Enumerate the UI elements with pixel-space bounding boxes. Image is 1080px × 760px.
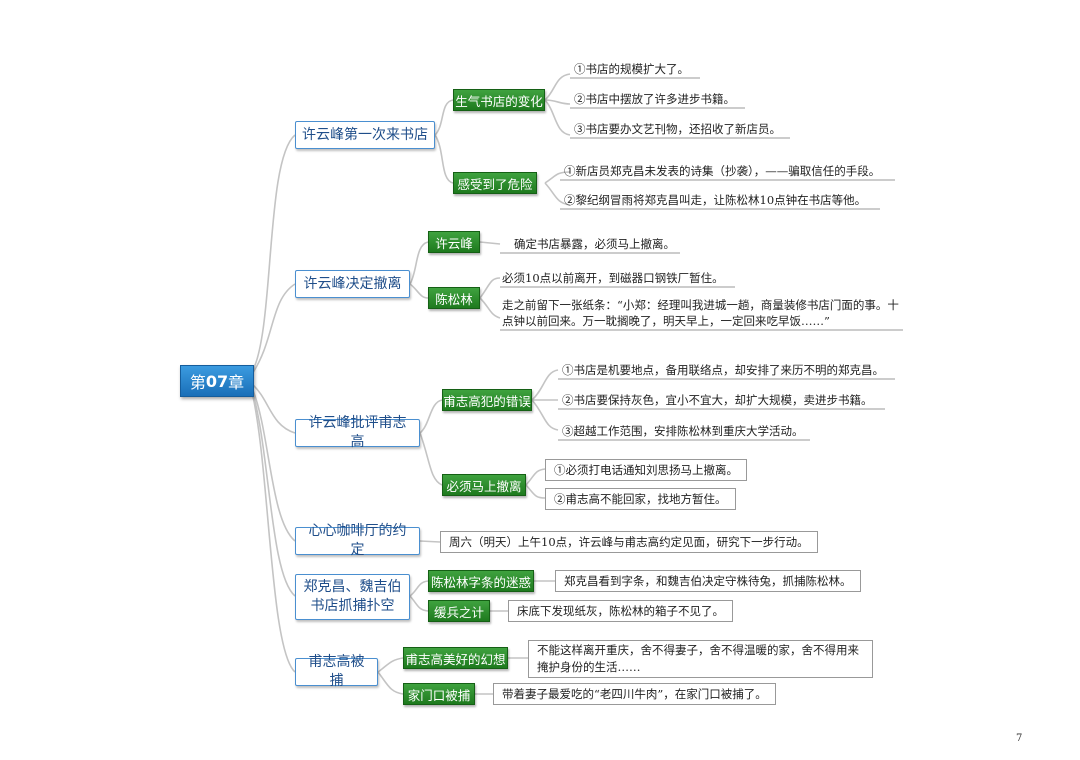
leaf-mistake-two: ②书店要保持灰色，宜小不宜大，却扩大规模，卖进步书籍。 bbox=[562, 393, 873, 407]
tag-arrested-home[interactable]: 家门口被捕 bbox=[403, 683, 475, 705]
leaf-note-content: 走之前留下一张纸条：“小郑：经理叫我进城一趟，商量装修书店门面的事。十点钟以前回… bbox=[502, 298, 899, 328]
leaf-mistake-one: ①书店是机要地点，备用联络点，却安排了来历不明的郑克昌。 bbox=[562, 363, 884, 377]
leaf-paper-ash: 床底下发现纸灰，陈松林的箱子不见了。 bbox=[508, 600, 733, 622]
leaf-leave-before-ten: 必须10点以前离开，到磁器口钢铁厂暂住。 bbox=[502, 271, 724, 285]
tag-note-confusion[interactable]: 陈松林字条的迷惑 bbox=[428, 570, 534, 592]
leaf-cannot-go-home: ②甫志高不能回家，找地方暂住。 bbox=[545, 488, 736, 510]
topic-first-visit[interactable]: 许云峰第一次来书店 bbox=[295, 121, 435, 149]
tag-must-evacuate[interactable]: 必须马上撤离 bbox=[442, 474, 526, 496]
topic-criticize[interactable]: 许云峰批评甫志高 bbox=[295, 415, 420, 450]
leaf-scale-expanded: ①书店的规模扩大了。 bbox=[574, 62, 689, 76]
leaf-cannot-leave: 不能这样离开重庆，舍不得妻子，舍不得温暖的家，舍不得用来掩护身份的生活…… bbox=[528, 640, 873, 678]
chapter-suffix: 章 bbox=[228, 373, 245, 392]
leaf-progressive-books: ②书店中摆放了许多进步书籍。 bbox=[574, 92, 735, 106]
topic-arrest[interactable]: 甫志高被捕 bbox=[295, 654, 378, 689]
leaf-call-liu-siyang: ①必须打电话通知刘思扬马上撤离。 bbox=[545, 459, 747, 481]
leaf-mistake-three: ③超越工作范围，安排陈松林到重庆大学活动。 bbox=[562, 424, 804, 438]
tag-sense-danger[interactable]: 感受到了危险 bbox=[453, 172, 537, 194]
tag-delaying-tactic[interactable]: 缓兵之计 bbox=[428, 600, 490, 622]
leaf-saturday-meeting: 周六（明天）上午10点，许云峰与甫志高约定见面，研究下一步行动。 bbox=[440, 531, 818, 553]
tag-chen-songlin[interactable]: 陈松林 bbox=[428, 287, 480, 309]
topic-decide-evacuate[interactable]: 许云峰决定撤离 bbox=[295, 270, 410, 298]
tag-mistakes[interactable]: 甫志高犯的错误 bbox=[442, 389, 532, 411]
leaf-bookstore-exposed: 确定书店暴露，必须马上撤离。 bbox=[514, 237, 675, 251]
leaf-new-staff: ③书店要办文艺刊物，还招收了新店员。 bbox=[574, 122, 781, 136]
leaf-li-jigang: ②黎纪纲冒雨将郑克昌叫走，让陈松林10点钟在书店等他。 bbox=[564, 193, 867, 207]
tag-fantasy[interactable]: 甫志高美好的幻想 bbox=[403, 647, 508, 669]
tag-xu-yunfeng[interactable]: 许云峰 bbox=[428, 231, 480, 253]
chapter-prefix: 第 bbox=[189, 373, 206, 392]
chapter-number: 07 bbox=[205, 371, 229, 391]
topic-bookstore-raid[interactable]: 郑克昌、魏吉伯书店抓捕扑空 bbox=[295, 574, 410, 620]
tag-bookstore-changes[interactable]: 生气书店的变化 bbox=[453, 89, 545, 111]
leaf-wait-for-rabbit: 郑克昌看到字条，和魏吉伯决定守株待兔，抓捕陈松林。 bbox=[555, 570, 861, 592]
page-number: 7 bbox=[1016, 733, 1023, 744]
topic-cafe-appointment[interactable]: 心心咖啡厅的约定 bbox=[295, 523, 420, 558]
leaf-poems: ①新店员郑克昌未发表的诗集（抄袭），——骗取信任的手段。 bbox=[564, 164, 881, 178]
leaf-beef-arrest: 带着妻子最爱吃的“老四川牛肉”，在家门口被捕了。 bbox=[493, 683, 776, 705]
